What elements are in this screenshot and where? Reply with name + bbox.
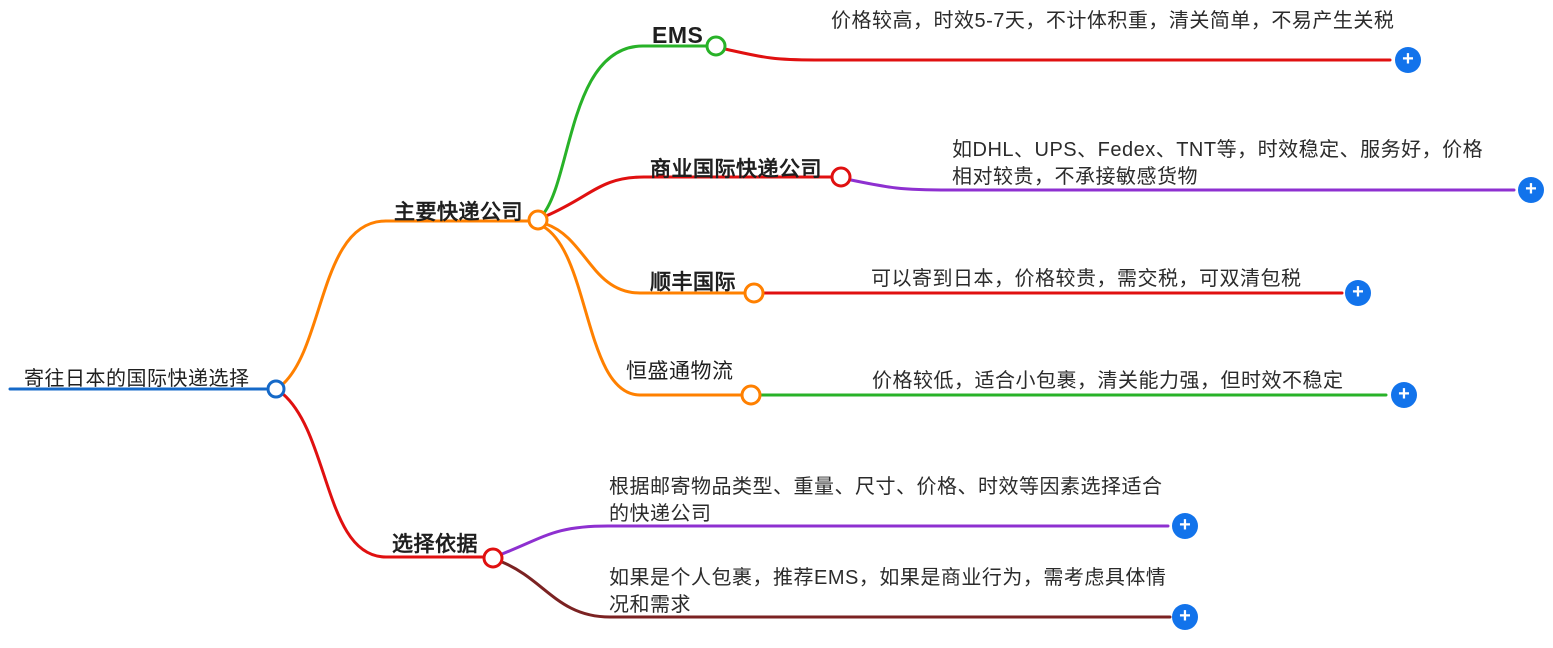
branch-curve-main-companies [281,219,388,386]
root-node-dot[interactable] [266,379,286,399]
node-label-main-companies[interactable]: 主要快递公司 [394,201,523,224]
criteria-detail-line-2 [500,560,1172,619]
node-label-criteria[interactable]: 选择依据 [392,533,478,556]
expand-plus-button-sf[interactable]: + [1345,280,1371,306]
node-label-commercial[interactable]: 商业国际快递公司 [650,158,822,181]
root-node-label[interactable]: 寄往日本的国际快递选择 [24,368,250,390]
node-label-sf[interactable]: 顺丰国际 [650,271,736,294]
branch-curve-commercial [544,175,646,218]
node-label-hst[interactable]: 恒盛通物流 [626,360,734,383]
commercial-detail-line [849,178,1516,192]
commercial-node-dot[interactable] [830,166,852,188]
branch-curve-ems [542,44,645,215]
detail-text-criteria-1: 根据邮寄物品类型、重量、尺寸、价格、时效等因素选择适合的快递公司 [609,476,1163,525]
expand-plus-button-commercial[interactable]: + [1518,177,1544,203]
detail-text-hst: 价格较低，适合小包裹，清关能力强，但时效不稳定 [872,370,1344,392]
branch-curve-sf [544,222,642,295]
expand-plus-button-criteria-1[interactable]: + [1172,513,1198,539]
expand-plus-button-ems[interactable]: + [1395,47,1421,73]
detail-text-commercial: 如DHL、UPS、Fedex、TNT等，时效稳定、服务好，价格相对较贵，不承接敏… [952,139,1484,188]
detail-text-sf: 可以寄到日本，价格较贵，需交税，可双清包税 [871,268,1302,290]
criteria-detail-line-1 [500,524,1170,556]
sf-node-dot[interactable] [743,282,765,304]
detail-text-criteria-2: 如果是个人包裹，推荐EMS，如果是商业行为，需考虑具体情况和需求 [609,567,1167,616]
node-label-ems[interactable]: EMS [652,22,704,48]
expand-plus-button-hst[interactable]: + [1391,382,1417,408]
detail-text-ems: 价格较高，时效5-7天，不计体积重，清关简单，不易产生关税 [831,10,1395,32]
branch-curve-criteria [281,392,388,559]
main-companies-node-dot[interactable] [527,209,549,231]
ems-detail-line [723,47,1392,62]
criteria-node-dot[interactable] [482,547,504,569]
ems-node-dot[interactable] [705,35,727,57]
branch-curve-hst [542,225,642,397]
expand-plus-button-criteria-2[interactable]: + [1172,604,1198,630]
hst-node-dot[interactable] [740,384,762,406]
